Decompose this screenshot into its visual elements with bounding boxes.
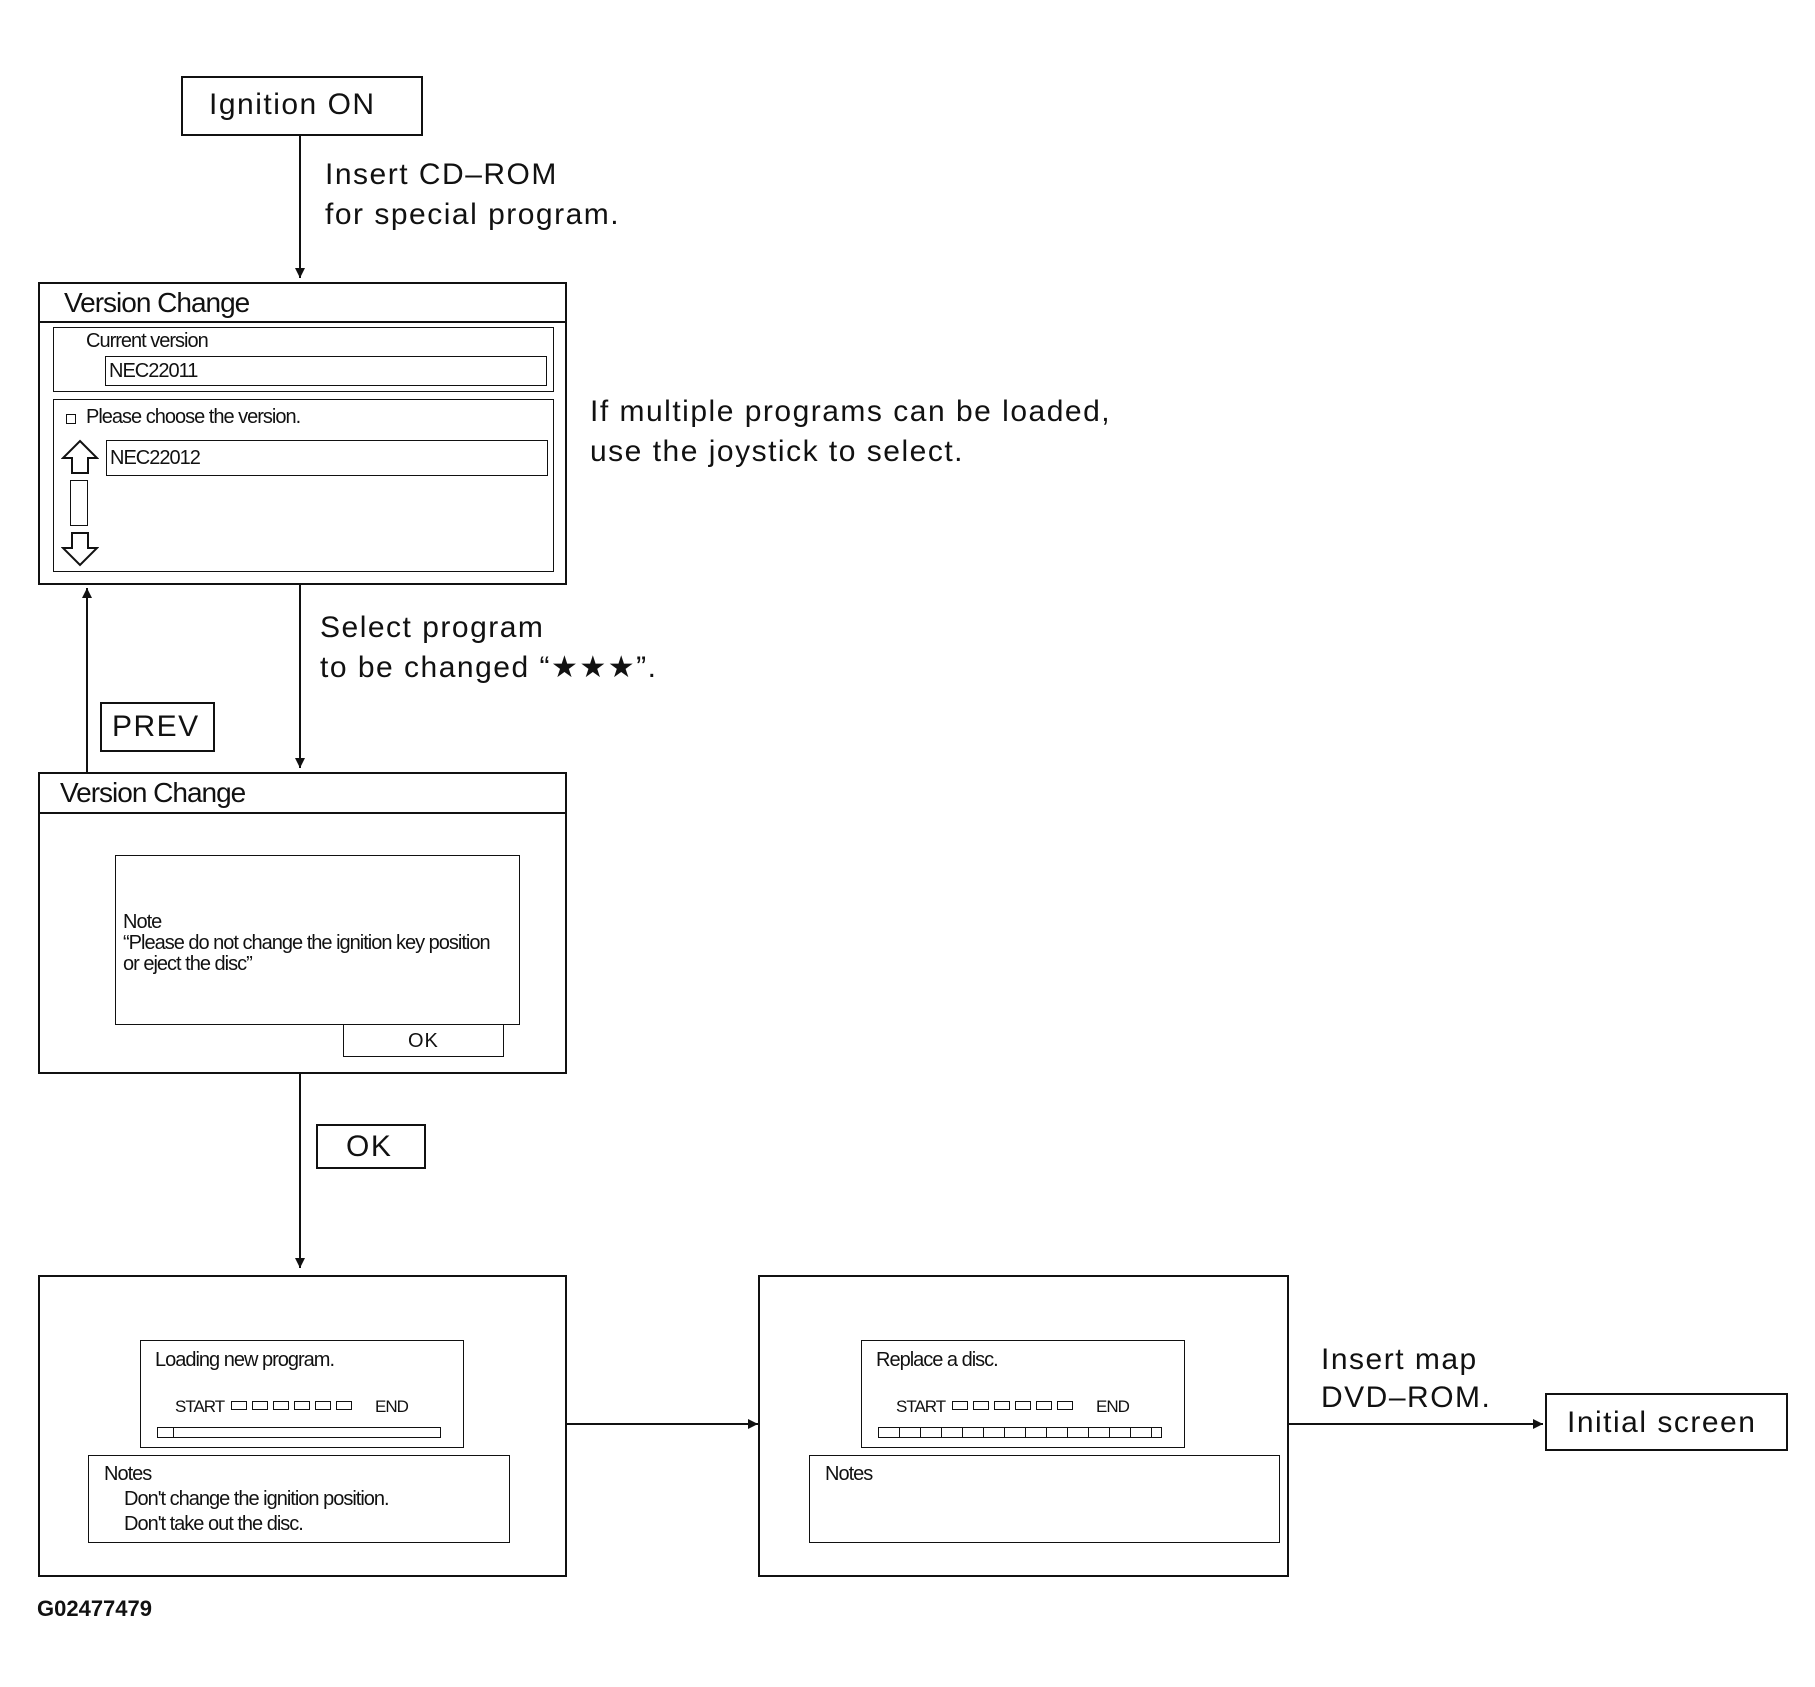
end-label-2: END	[1096, 1397, 1130, 1416]
progress-cell	[1068, 1428, 1089, 1437]
loading-notes-panel: Notes Don't change the ignition position…	[88, 1455, 510, 1543]
current-version-field: NEC22011	[105, 356, 547, 386]
version-select-panel: Please choose the version. NEC22012	[53, 399, 554, 572]
multiple-programs-note-line1: If multiple programs can be loaded,	[590, 395, 1112, 428]
insert-dvd-line2: DVD–ROM.	[1321, 1381, 1492, 1414]
screen1-title: Version Change	[64, 287, 250, 318]
notes-line1: Don't change the ignition position.	[124, 1488, 390, 1510]
selected-version-field[interactable]: NEC22012	[106, 440, 548, 476]
note-dialog: Note “Please do not change the ignition …	[115, 855, 520, 1025]
insert-cd-line2: for special program.	[325, 198, 621, 231]
replace-progress-fill	[879, 1428, 1160, 1437]
prev-button-box[interactable]: PREV	[100, 702, 215, 752]
prev-label: PREV	[112, 710, 200, 743]
replace-notes-panel: Notes	[809, 1455, 1280, 1543]
loading-screen: Loading new program. START END Notes Don…	[38, 1275, 567, 1577]
initial-screen-box: Initial screen	[1545, 1393, 1788, 1451]
insert-cd-line1: Insert CD–ROM	[325, 158, 558, 191]
ignition-on-box: Ignition ON	[181, 76, 423, 136]
scrollbar-thumb[interactable]	[70, 480, 88, 526]
select-program-line2: to be changed “★★★”.	[320, 651, 658, 684]
progress-cell	[1026, 1428, 1047, 1437]
progress-cell	[984, 1428, 1005, 1437]
current-version-panel: Current version NEC22011	[53, 327, 554, 392]
ok-action-label: OK	[346, 1130, 393, 1163]
notes-line2: Don't take out the disc.	[124, 1513, 304, 1535]
dialog-ok-label: OK	[408, 1030, 439, 1052]
bullet-icon	[66, 414, 76, 424]
start-label-2: START	[896, 1397, 946, 1416]
progress-cell	[1047, 1428, 1068, 1437]
insert-dvd-line1: Insert map	[1321, 1343, 1478, 1376]
progress-cell	[963, 1428, 984, 1437]
version-change-screen-select: Version Change Current version NEC22011 …	[38, 282, 567, 585]
choose-version-prompt: Please choose the version.	[86, 406, 301, 428]
note-text-line1: “Please do not change the ignition key p…	[123, 932, 491, 954]
multiple-programs-note-line2: use the joystick to select.	[590, 435, 964, 468]
loading-progress-bar	[157, 1427, 441, 1438]
ignition-on-label: Ignition ON	[209, 88, 376, 121]
current-version-value: NEC22011	[109, 360, 198, 382]
loading-status-text: Loading new program.	[155, 1349, 335, 1371]
end-label: END	[375, 1397, 409, 1416]
notes-heading: Notes	[104, 1463, 152, 1485]
current-version-label: Current version	[86, 330, 209, 352]
progress-segments-2	[952, 1401, 1078, 1410]
replace-progress-bar	[878, 1427, 1162, 1438]
replace-status-panel: Replace a disc. START END	[861, 1340, 1185, 1448]
progress-segments	[231, 1401, 357, 1410]
progress-cell	[879, 1428, 900, 1437]
progress-cell	[900, 1428, 921, 1437]
figure-code: G02477479	[37, 1596, 152, 1621]
note-text-line2: or eject the disc”	[123, 953, 253, 975]
scroll-up-arrow-icon[interactable]	[61, 439, 99, 475]
notes-heading-2: Notes	[825, 1463, 873, 1485]
note-heading: Note	[123, 911, 162, 933]
progress-cell	[1005, 1428, 1026, 1437]
scroll-down-arrow-icon[interactable]	[61, 531, 99, 567]
ok-action-box[interactable]: OK	[316, 1124, 426, 1169]
dialog-ok-button[interactable]: OK	[343, 1024, 504, 1057]
screen2-title: Version Change	[60, 777, 246, 808]
selected-version-value: NEC22012	[110, 447, 201, 469]
progress-cell	[942, 1428, 963, 1437]
loading-progress-fill	[158, 1428, 174, 1437]
start-label: START	[175, 1397, 225, 1416]
progress-cell	[1131, 1428, 1152, 1437]
replace-disc-screen: Replace a disc. START END Notes	[758, 1275, 1289, 1577]
loading-status-panel: Loading new program. START END	[140, 1340, 464, 1448]
version-change-screen-note: Version Change Note “Please do not chang…	[38, 772, 567, 1074]
progress-cell	[921, 1428, 942, 1437]
progress-cell	[1110, 1428, 1131, 1437]
initial-screen-label: Initial screen	[1567, 1406, 1757, 1439]
select-program-line1: Select program	[320, 611, 545, 644]
replace-status-text: Replace a disc.	[876, 1349, 999, 1371]
progress-cell	[1089, 1428, 1110, 1437]
